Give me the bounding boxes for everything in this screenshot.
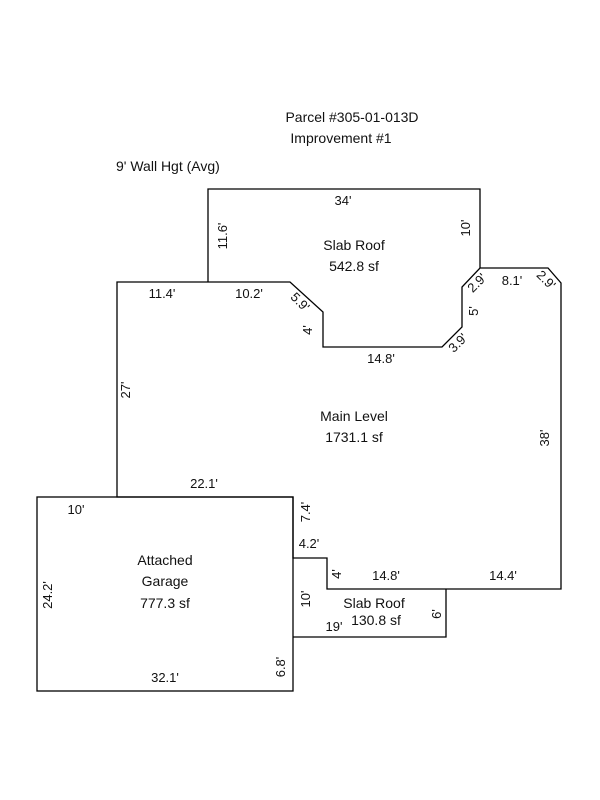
dimension-label: 14.4' — [489, 568, 517, 583]
dimension-label: 4' — [329, 569, 344, 579]
dimension-label: 4' — [300, 325, 315, 335]
wall-height-label: 9' Wall Hgt (Avg) — [116, 158, 220, 174]
dimension-label: 6.8' — [273, 657, 288, 678]
main-level-name: Main Level — [320, 408, 388, 424]
slab-roof-top-area: 542.8 sf — [329, 258, 379, 274]
dimension-label: 2.9' — [534, 267, 559, 292]
slab-roof-bottom-area: 130.8 sf — [351, 612, 401, 628]
dimension-label: 14.8' — [372, 568, 400, 583]
garage-area: 777.3 sf — [140, 595, 190, 611]
slab-roof-bottom-name: Slab Roof — [343, 595, 405, 611]
dimension-label: 11.4' — [149, 286, 176, 301]
improvement-label: Improvement #1 — [290, 130, 391, 146]
dimension-label: 14.8' — [367, 351, 395, 366]
dimension-label: 2.9' — [464, 270, 489, 295]
dimension-label: 4.2' — [299, 536, 320, 551]
garage-outline — [36, 496, 294, 692]
dimension-label: 7.4' — [298, 502, 313, 523]
dimension-label: 10.2' — [235, 286, 263, 301]
slab-roof-bottom-outline — [293, 589, 447, 638]
parcel-label: Parcel #305-01-013D — [285, 109, 418, 125]
dimension-label: 5.9' — [288, 289, 313, 314]
dimension-label: 10' — [298, 591, 313, 608]
dimension-label: 8.1' — [502, 273, 523, 288]
dimension-label: 5' — [466, 306, 481, 316]
dimension-label: 38' — [537, 430, 552, 447]
dimension-label: 10' — [458, 220, 473, 237]
slab-roof-top-name: Slab Roof — [323, 237, 385, 253]
dimension-label: 34' — [335, 193, 352, 208]
dimension-label: 22.1' — [190, 476, 218, 491]
dimension-label: 24.2' — [40, 581, 55, 609]
slab-roof-top-outline — [207, 188, 481, 282]
dimension-label: 27' — [118, 382, 133, 399]
main-level-area: 1731.1 sf — [325, 429, 383, 445]
garage-name-line1: Attached — [137, 552, 192, 568]
garage-name-line2: Garage — [142, 573, 189, 589]
dimension-label: 10' — [68, 502, 85, 517]
dimension-label: 19' — [326, 619, 343, 634]
dimension-label: 6' — [429, 609, 444, 619]
dimension-label: 3.9' — [445, 330, 470, 355]
dimension-label: 32.1' — [151, 670, 179, 685]
dimension-label: 11.6' — [215, 223, 230, 250]
